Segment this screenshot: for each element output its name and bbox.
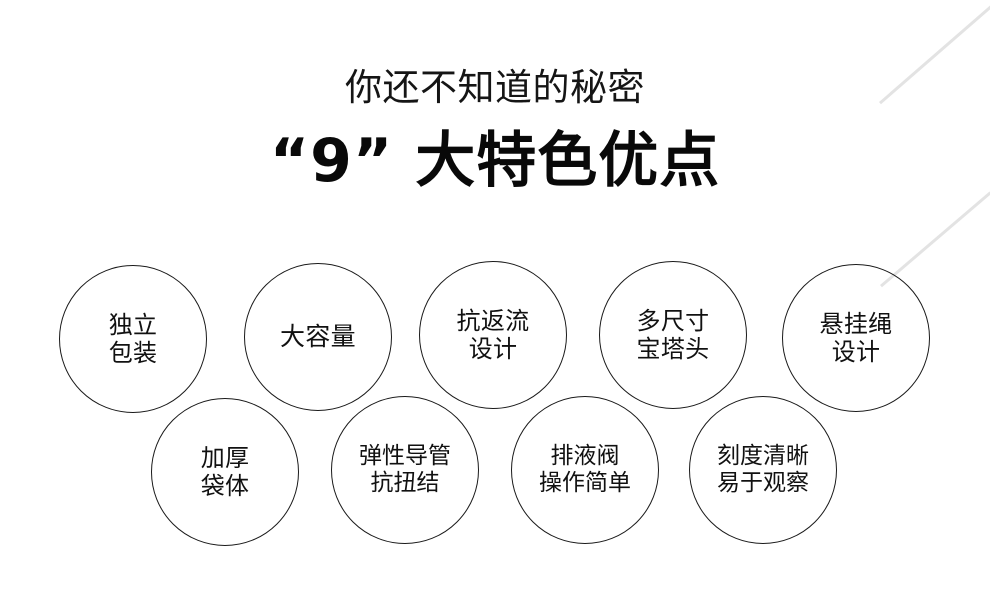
feature-bubble-large-capacity: 大容量 bbox=[244, 263, 392, 411]
feature-label: 加厚 袋体 bbox=[200, 443, 250, 500]
feature-label: 独立 包装 bbox=[108, 310, 158, 367]
feature-bubble-multi-size-pagoda-head: 多尺寸 宝塔头 bbox=[599, 261, 747, 409]
feature-label: 悬挂绳 设计 bbox=[819, 309, 893, 366]
feature-label: 弹性导管 抗扭结 bbox=[359, 442, 451, 496]
feature-label: 抗返流 设计 bbox=[456, 306, 530, 363]
feature-label: 多尺寸 宝塔头 bbox=[636, 306, 710, 363]
diagonal-line-lower-icon bbox=[880, 191, 990, 288]
feature-bubble-thickened-bag-body: 加厚 袋体 bbox=[151, 398, 299, 546]
feature-label: 排液阀 操作简单 bbox=[539, 442, 631, 496]
poster-subtitle: 你还不知道的秘密 bbox=[345, 66, 645, 109]
feature-bubble-elastic-tube-anti-kink: 弹性导管 抗扭结 bbox=[331, 396, 479, 544]
heading-block: 你还不知道的秘密 “9” 大特色优点 bbox=[0, 0, 990, 196]
poster-title: “9” 大特色优点 bbox=[269, 125, 721, 196]
feature-label: 大容量 bbox=[280, 322, 356, 352]
feature-bubble-hanging-rope-design: 悬挂绳 设计 bbox=[782, 264, 930, 412]
feature-bubble-clear-scale-easy-read: 刻度清晰 易于观察 bbox=[689, 396, 837, 544]
feature-bubble-drain-valve-easy-operate: 排液阀 操作简单 bbox=[511, 396, 659, 544]
feature-label: 刻度清晰 易于观察 bbox=[717, 442, 809, 496]
feature-bubble-independent-packaging: 独立 包装 bbox=[59, 265, 207, 413]
feature-bubble-anti-reflux-design: 抗返流 设计 bbox=[419, 261, 567, 409]
